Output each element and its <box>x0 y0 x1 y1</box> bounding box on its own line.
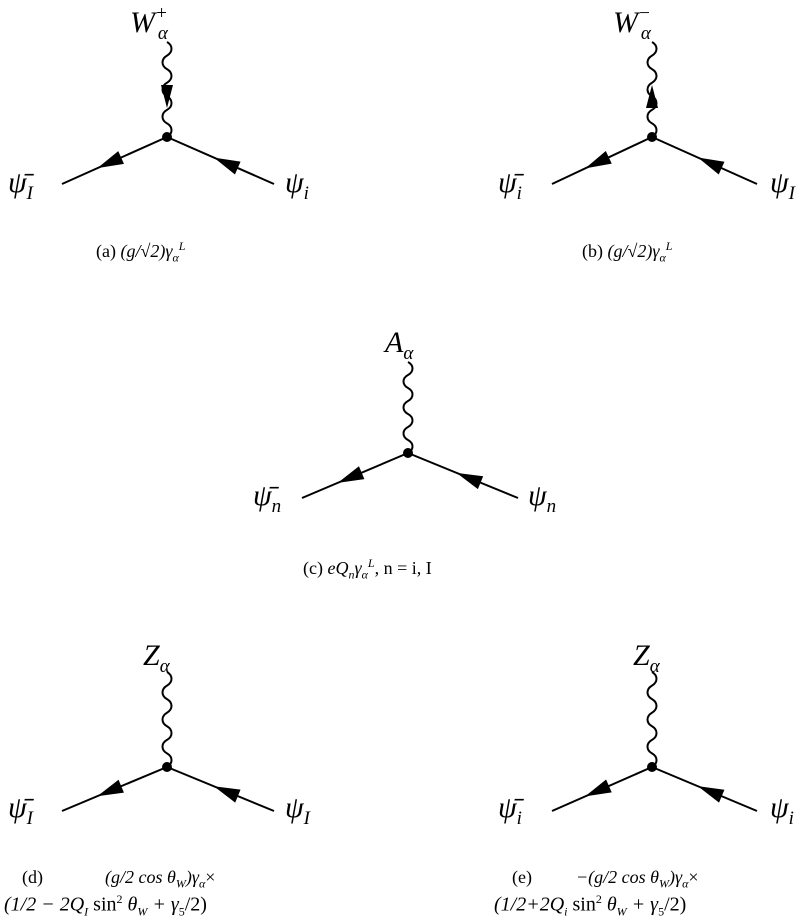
boson-label-c: Aα <box>385 326 414 364</box>
fermion-arrow-right-e <box>697 786 725 803</box>
vertex-dot-c <box>403 448 413 458</box>
vertex-dot-a <box>162 132 172 142</box>
feynman-vertex-d <box>61 671 275 812</box>
fermion-label-b: ψI <box>770 166 795 204</box>
vertex-diagram-b <box>490 0 809 270</box>
fermion-arrow-right-d <box>213 786 241 803</box>
fermion-bar-label-e: ψ̄i <box>498 791 522 829</box>
vertex-diagram-a <box>0 0 330 270</box>
feynman-vertex-b <box>551 41 758 185</box>
boson-label-d: Zα <box>143 639 170 677</box>
vertex-diagram-e <box>490 630 809 924</box>
fermion-bar-label-a: ψ̄I <box>8 166 33 204</box>
fermion-arrow-right-c <box>456 472 484 490</box>
boson-line-b <box>646 41 658 138</box>
caption-b: (b) (g/√2)γαL <box>582 239 673 265</box>
feynman-vertex-e <box>551 671 758 812</box>
fermion-arrow-left-c <box>337 466 365 483</box>
boson-line-d <box>161 671 173 768</box>
caption-a: (a) (g/√2)γαL <box>96 239 186 265</box>
fermion-label-c: ψn <box>528 479 557 517</box>
vertex-diagram-d <box>0 630 330 924</box>
boson-line-e <box>646 671 658 768</box>
fermion-label-a: ψi <box>285 166 309 204</box>
boson-arrow-b <box>646 85 658 108</box>
vertex-diagram-c <box>245 320 575 590</box>
caption-d-line2: (1/2 − 2QI sin2 θW + γ5/2) <box>4 892 207 919</box>
fermion-arrow-left-e <box>585 779 612 797</box>
fermion-label-e: ψi <box>770 791 794 829</box>
feynman-vertex-c <box>301 361 519 499</box>
vertex-dot-d <box>162 762 172 772</box>
fermion-arrow-left-d <box>97 779 124 797</box>
fermion-arrow-right-b <box>697 157 725 175</box>
caption-e-line1: (e)−(g/2 cos θW)γα× <box>512 867 699 891</box>
boson-label-b: W−α <box>613 3 651 44</box>
fermion-bar-label-b: ψ̄i <box>498 166 522 204</box>
fermion-arrow-right-a <box>213 157 241 175</box>
boson-label-a: W+α <box>130 3 168 44</box>
vertex-dot-e <box>647 762 657 772</box>
fermion-bar-label-c: ψ̄n <box>253 479 282 517</box>
fermion-bar-label-d: ψ̄I <box>8 791 33 829</box>
boson-arrow-a <box>161 85 173 108</box>
fermion-label-d: ψI <box>285 791 310 829</box>
caption-e-line2: (1/2+2Qi sin2 θW + γ5/2) <box>494 892 687 919</box>
caption-c: (c) eQnγαL, n = i, I <box>303 556 432 582</box>
boson-line-c <box>402 361 414 454</box>
boson-label-e: Zα <box>633 639 660 677</box>
caption-d-line1: (d)(g/2 cos θW)γα× <box>22 867 216 891</box>
vertex-dot-b <box>647 132 657 142</box>
fermion-arrow-left-a <box>97 151 124 169</box>
fermion-arrow-left-b <box>585 150 612 169</box>
feynman-vertex-a <box>61 41 275 185</box>
